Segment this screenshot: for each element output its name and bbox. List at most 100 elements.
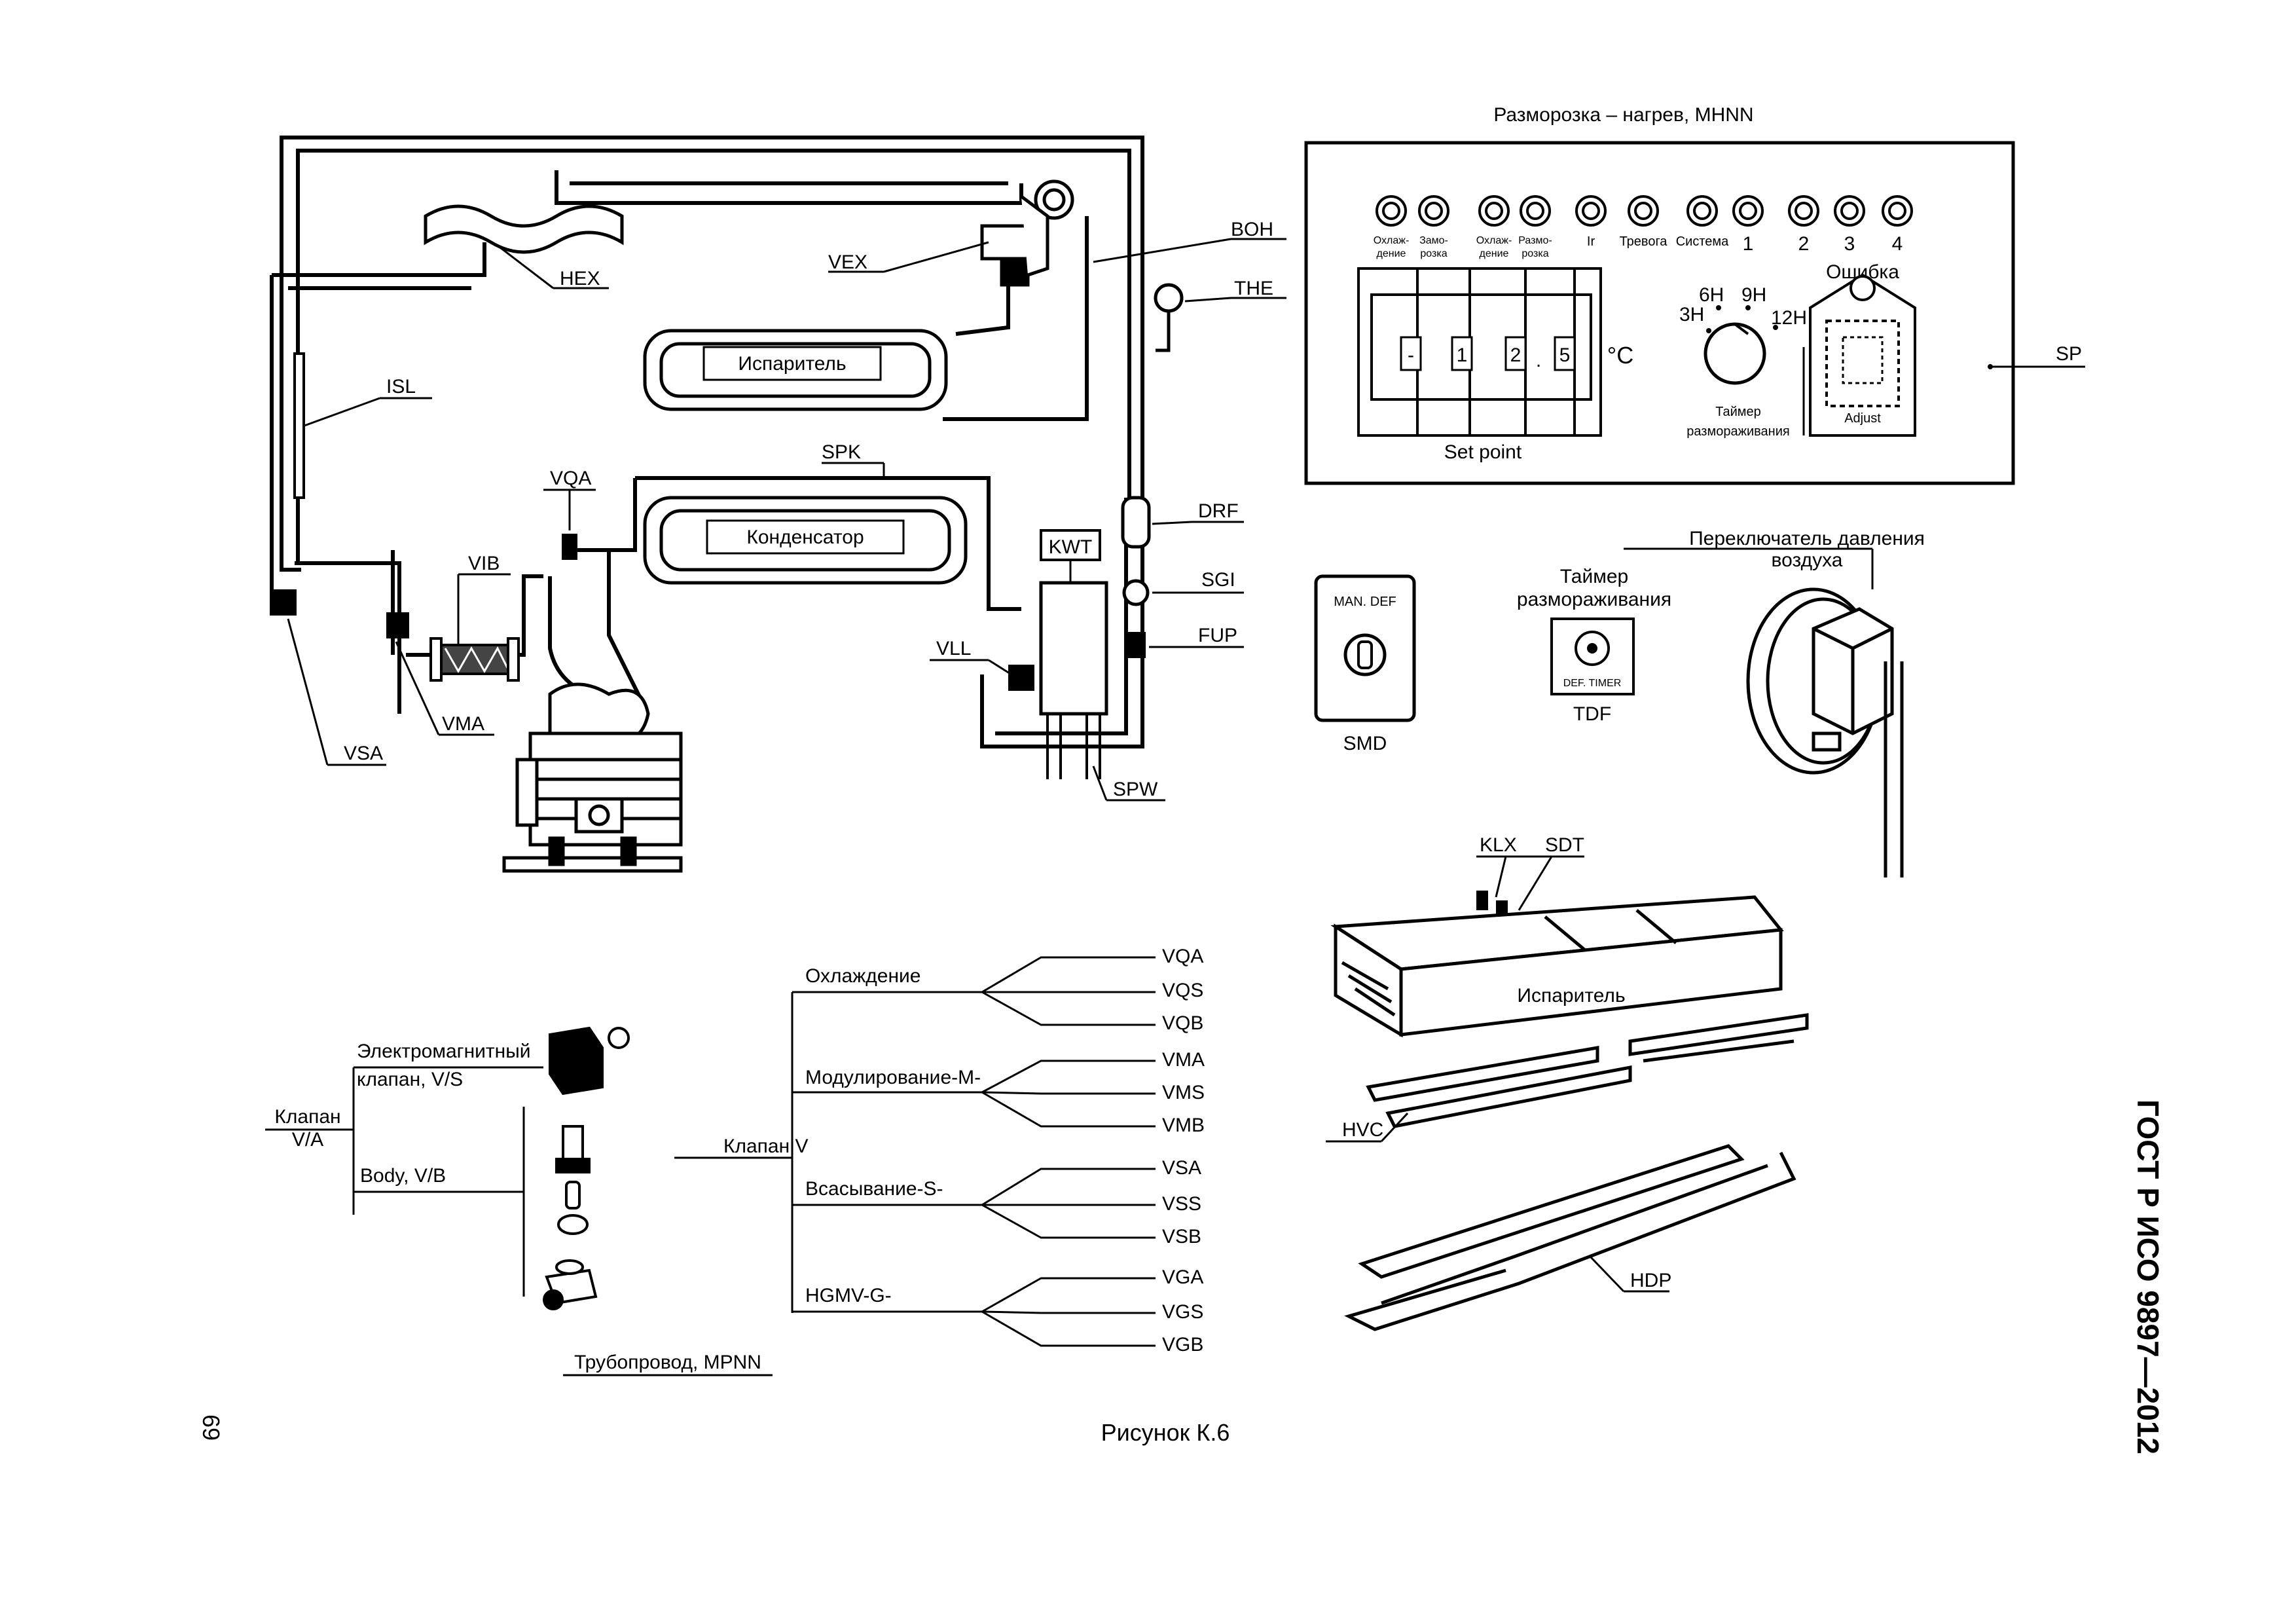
display-digit-cells (1400, 336, 1576, 371)
timer-mark-3h: 3H (1679, 304, 1704, 325)
code-vga: VGA (1162, 1266, 1203, 1288)
standard-designation: ГОСТ Р ИСО 9897—2012 (2131, 1099, 2165, 1454)
indicator-label-system: Система (1676, 234, 1729, 249)
liquid-line (980, 478, 1144, 748)
solenoid-valve-illustration (543, 1026, 630, 1310)
vex-valve (980, 179, 1074, 287)
indicator-label-freezing: Замо-розка (1419, 235, 1448, 259)
indicator-label-1: 1 (1743, 233, 1754, 255)
kwt-box (1040, 529, 1101, 561)
indicator-label-ir: Ir (1587, 234, 1595, 249)
sp-label: SP (2056, 343, 2082, 365)
vqa-label: VQA (550, 468, 591, 489)
indicator-label-2: 2 (1798, 233, 1810, 255)
hvc-heater (1366, 1013, 1809, 1128)
sgi-label: SGI (1201, 569, 1235, 591)
isl-component (293, 352, 305, 499)
evap-body-label: Испаритель (1517, 985, 1625, 1006)
indicator-lamps (1376, 195, 1913, 227)
indicator-label-3: 3 (1844, 233, 1855, 255)
adjust-label: Adjust (1844, 411, 1881, 426)
valve-v-root: Клапан V (723, 1135, 809, 1157)
drf-drier (1121, 496, 1151, 549)
code-vsa: VSA (1162, 1157, 1201, 1179)
unit-label: °C (1607, 342, 1633, 369)
valve-group-hgmv: HGMV-G- (805, 1285, 892, 1306)
evaporator-label: Испаритель (738, 353, 846, 375)
vll-valve (1008, 665, 1034, 691)
code-vms: VMS (1162, 1082, 1205, 1103)
vex-label: VEX (828, 251, 867, 273)
indicator-label-defrost: Размо-розка (1518, 235, 1552, 259)
spw-label: SPW (1113, 779, 1158, 800)
code-vqs: VQS (1162, 980, 1203, 1001)
receiver-tank (1039, 581, 1108, 716)
valve-tree-branches (981, 956, 1156, 1347)
condenser-label: Конденсатор (746, 526, 864, 548)
display-digit-dot: . (1536, 350, 1541, 371)
code-vgs: VGS (1162, 1301, 1203, 1323)
kwt-label: KWT (1049, 536, 1093, 558)
setpoint-label: Set point (1444, 441, 1522, 463)
indicator-label-4: 4 (1892, 233, 1903, 255)
display-digit-2: 2 (1510, 344, 1522, 366)
sdt-label: SDT (1545, 834, 1584, 856)
tdf-tag: TDF (1573, 703, 1611, 725)
display-digit-minus: - (1408, 344, 1414, 366)
code-vss: VSS (1162, 1193, 1201, 1215)
sgi-sight-glass (1122, 579, 1150, 606)
pressure-switch (1746, 587, 1904, 877)
valve-group-suction: Всасывание-S- (805, 1178, 943, 1200)
outer-pipe (280, 136, 1144, 572)
code-vma: VMA (1162, 1049, 1205, 1071)
vsa-label: VSA (344, 743, 383, 764)
timer-mark-6h: 6H (1699, 284, 1724, 306)
valve-group-modulating: Модулирование-M- (805, 1067, 981, 1088)
control-panel-title: Разморозка – нагрев, MHNN (1493, 104, 1753, 126)
defrost-timer-knob[interactable] (1704, 322, 1766, 385)
error-lamp (1850, 275, 1876, 301)
display-digit-1: 1 (1457, 344, 1468, 366)
indicator-label-cooling: Охлаж-дение (1374, 235, 1410, 259)
display-digit-5: 5 (1559, 344, 1571, 366)
hvc-label: HVC (1342, 1119, 1383, 1141)
isl-label: ISL (386, 376, 416, 397)
indicator-label-cooling-2: Охлаж-дение (1476, 235, 1512, 259)
hex-exchanger (424, 204, 624, 254)
timer-mark-9h: 9H (1741, 284, 1766, 306)
valve-group-cooling: Охлаждение (805, 965, 920, 987)
code-vsb: VSB (1162, 1226, 1201, 1247)
vma-label: VMA (442, 713, 484, 735)
vll-label: VLL (936, 638, 971, 659)
code-vmb: VMB (1162, 1115, 1205, 1136)
the-label: THE (1234, 278, 1273, 299)
valve-body-branch: Body, V/B (360, 1165, 446, 1187)
hdp-label: HDP (1630, 1270, 1671, 1291)
vib-vibration-absorber (429, 637, 520, 682)
smd-tag: SMD (1343, 733, 1387, 754)
vib-label: VIB (468, 553, 500, 574)
smd-button-label: MAN. DEF (1334, 595, 1396, 609)
code-vgb: VGB (1162, 1334, 1203, 1356)
adjust-panel[interactable] (1825, 320, 1900, 407)
compressor (502, 682, 683, 873)
klx-label: KLX (1480, 834, 1517, 856)
condenser-coil (643, 496, 968, 585)
vsa-valve (274, 589, 297, 616)
timer-mark-12h: 12H (1771, 307, 1807, 329)
boh-label: BOH (1231, 219, 1273, 240)
drf-label: DRF (1198, 500, 1239, 522)
hdp-heater (1344, 1144, 1796, 1331)
the-thermometer (1154, 283, 1184, 352)
tdf-dial-label: DEF. TIMER (1563, 678, 1622, 689)
fup-label: FUP (1198, 625, 1237, 646)
code-vqb: VQB (1162, 1012, 1203, 1034)
vqa-valve (562, 534, 577, 560)
pipeline-caption: Трубопровод, MPNN (574, 1352, 761, 1373)
suction-pipe (272, 242, 486, 277)
vma-valve (386, 612, 409, 638)
